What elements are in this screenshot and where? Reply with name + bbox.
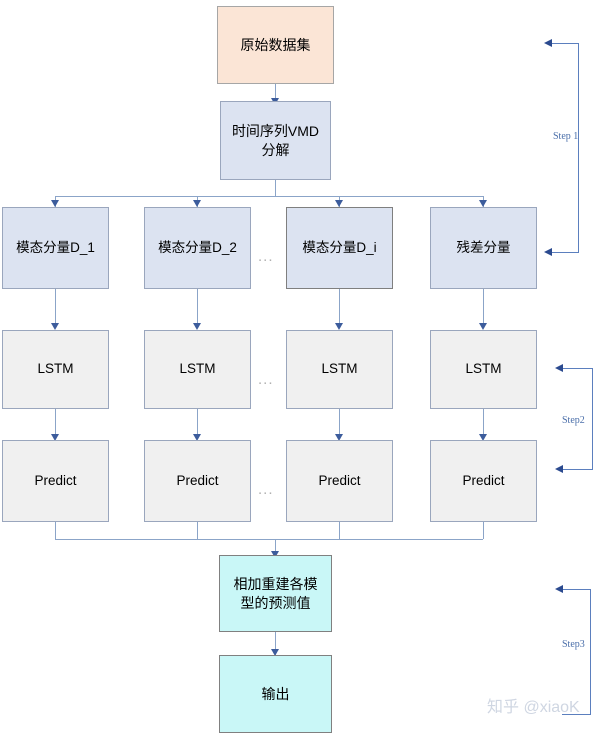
- step-2-label: Step2: [562, 415, 585, 426]
- node-mode-component-1-label: 模态分量D_1: [16, 239, 95, 255]
- step-3-bracket-top-arm: [562, 589, 591, 591]
- node-lstm-2[interactable]: LSTM: [144, 330, 251, 409]
- connector-model-to-predict-3: [339, 409, 340, 438]
- step-3-bracket-spine: [590, 589, 592, 714]
- arrow-reconstruct-to-output: [271, 649, 279, 656]
- node-predict-i[interactable]: Predict: [286, 440, 393, 522]
- arrow-model-to-predict-4: [479, 434, 487, 441]
- node-predict-2[interactable]: Predict: [144, 440, 251, 522]
- arrow-mode-to-model-4: [479, 323, 487, 330]
- step-2-bracket-top-arm: [562, 368, 593, 370]
- connector-predict-riser-3: [339, 522, 340, 539]
- connector-predict-riser-1: [55, 522, 56, 539]
- step-2-top-arrowhead: [555, 364, 563, 372]
- watermark: 知乎 @xiaoK: [487, 699, 580, 716]
- arrow-mode-to-model-2: [193, 323, 201, 330]
- arrow-merge-to-reconstruct: [271, 551, 279, 558]
- node-mode-component-i-label: 模态分量D_i: [302, 239, 377, 255]
- connector-model-to-predict-1: [55, 409, 56, 438]
- node-reconstruct-predictions-label: 相加重建各模 型的预测值: [233, 575, 318, 611]
- node-lstm-1[interactable]: LSTM: [2, 330, 109, 409]
- arrow-mode-to-model-1: [51, 323, 59, 330]
- arrow-bus-drop-3: [335, 200, 343, 207]
- node-predict-residual[interactable]: Predict: [430, 440, 537, 522]
- connector-merge-stem: [275, 539, 276, 555]
- node-lstm-1-label: LSTM: [37, 361, 74, 377]
- step-3-top-arrowhead: [555, 585, 563, 593]
- connector-branch-bus: [55, 196, 483, 197]
- connector-mode-to-model-3: [339, 289, 340, 328]
- node-lstm-residual[interactable]: LSTM: [430, 330, 537, 409]
- step-3-bracket-bottom-arm: [562, 714, 591, 716]
- node-lstm-i-label: LSTM: [321, 361, 358, 377]
- node-source-dataset-label: 原始数据集: [240, 36, 311, 53]
- node-predict-2-label: Predict: [176, 472, 219, 488]
- node-vmd-decomposition[interactable]: 时间序列VMD 分解: [220, 101, 331, 180]
- connector-predict-riser-4: [483, 522, 484, 539]
- node-residual-component-label: 残差分量: [456, 239, 511, 255]
- connector-source-to-decomposition: [275, 84, 276, 101]
- step-1-bracket-top-arm: [551, 43, 579, 45]
- node-residual-component[interactable]: 残差分量: [430, 207, 537, 289]
- step-1-bottom-arrowhead: [544, 248, 552, 256]
- node-vmd-decomposition-label: 时间序列VMD 分解: [231, 122, 320, 158]
- connector-merge-bus: [55, 539, 483, 540]
- node-predict-1-label: Predict: [34, 472, 77, 488]
- node-lstm-2-label: LSTM: [179, 361, 216, 377]
- node-mode-component-i[interactable]: 模态分量D_i: [286, 207, 393, 289]
- node-lstm-residual-label: LSTM: [465, 361, 502, 377]
- connector-mode-to-model-1: [55, 289, 56, 328]
- node-source-dataset[interactable]: 原始数据集: [217, 6, 334, 84]
- step-1-label: Step 1: [553, 131, 579, 142]
- step-2-bottom-arrowhead: [555, 465, 563, 473]
- connector-model-to-predict-2: [197, 409, 198, 438]
- step-2-bracket-spine: [592, 368, 594, 469]
- connector-model-to-predict-4: [483, 409, 484, 438]
- ellipsis-predict-row: ...: [258, 481, 274, 498]
- connector-mode-to-model-2: [197, 289, 198, 328]
- step-1-bracket-bottom-arm: [551, 252, 579, 254]
- arrow-mode-to-model-3: [335, 323, 343, 330]
- arrow-model-to-predict-2: [193, 434, 201, 441]
- arrow-model-to-predict-1: [51, 434, 59, 441]
- step-1-bracket-spine: [578, 43, 580, 252]
- node-output[interactable]: 输出: [219, 655, 332, 733]
- step-3-label: Step3: [562, 639, 585, 650]
- node-predict-residual-label: Predict: [462, 472, 505, 488]
- arrow-bus-drop-1: [51, 200, 59, 207]
- node-mode-component-1[interactable]: 模态分量D_1: [2, 207, 109, 289]
- node-mode-component-2-label: 模态分量D_2: [158, 239, 237, 255]
- arrow-bus-drop-2: [193, 200, 201, 207]
- node-reconstruct-predictions[interactable]: 相加重建各模 型的预测值: [219, 555, 332, 632]
- node-mode-component-2[interactable]: 模态分量D_2: [144, 207, 251, 289]
- node-predict-i-label: Predict: [318, 472, 361, 488]
- arrow-bus-drop-4: [479, 200, 487, 207]
- ellipsis-model-row: ...: [258, 371, 274, 388]
- arrow-model-to-predict-3: [335, 434, 343, 441]
- connector-decomposition-stem: [275, 180, 276, 196]
- connector-reconstruct-to-output: [275, 632, 276, 655]
- node-predict-1[interactable]: Predict: [2, 440, 109, 522]
- ellipsis-mode-row: ...: [258, 248, 274, 265]
- connector-predict-riser-2: [197, 522, 198, 539]
- step-2-bracket-bottom-arm: [562, 469, 593, 471]
- connector-mode-to-model-4: [483, 289, 484, 328]
- step-1-top-arrowhead: [544, 39, 552, 47]
- node-lstm-i[interactable]: LSTM: [286, 330, 393, 409]
- node-output-label: 输出: [261, 685, 290, 702]
